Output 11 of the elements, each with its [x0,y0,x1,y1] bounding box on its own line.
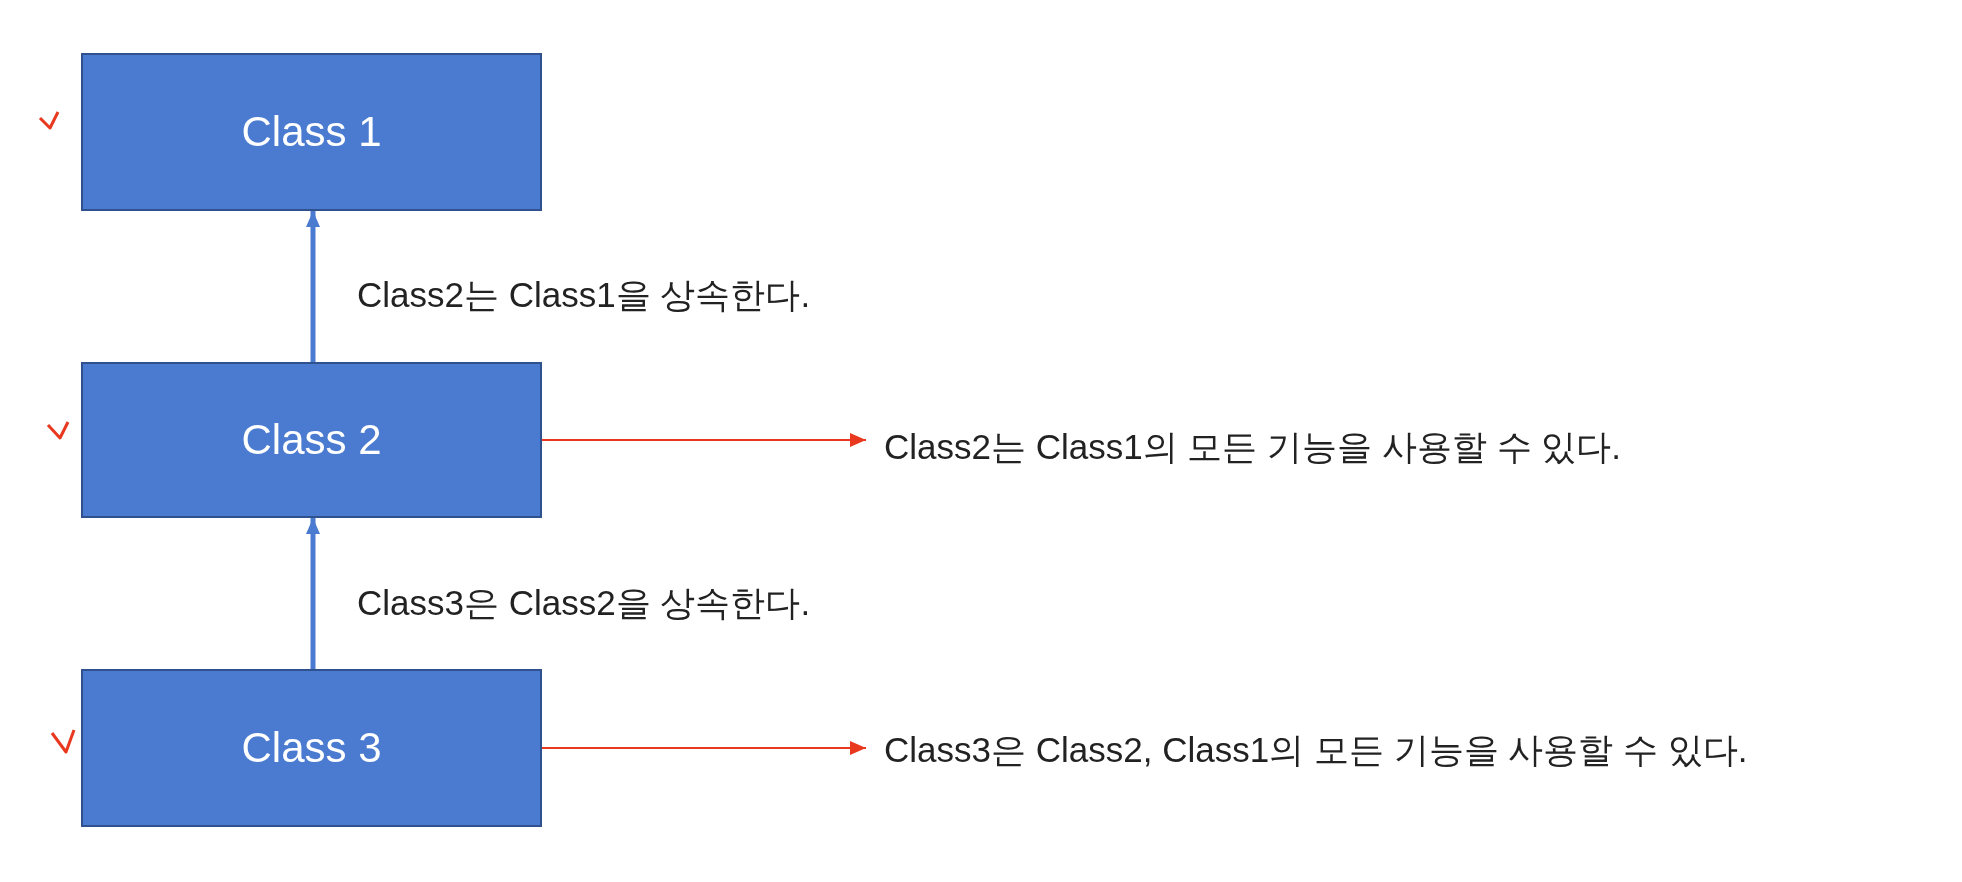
class-box: Class 1 [81,53,542,211]
edge-label: Class3은 Class2을 상속한다. [357,582,811,624]
note-text: Class3은 Class2, Class1의 모든 기능을 사용할 수 있다. [884,729,1748,771]
arrow [541,741,867,755]
edge-label: Class2는 Class1을 상속한다. [357,274,811,316]
class-box: Class 2 [81,362,542,518]
arrow [306,518,320,669]
note-text: Class2는 Class1의 모든 기능을 사용할 수 있다. [884,426,1622,468]
arrow [306,211,320,362]
arrow [541,433,867,447]
class-box: Class 3 [81,669,542,827]
